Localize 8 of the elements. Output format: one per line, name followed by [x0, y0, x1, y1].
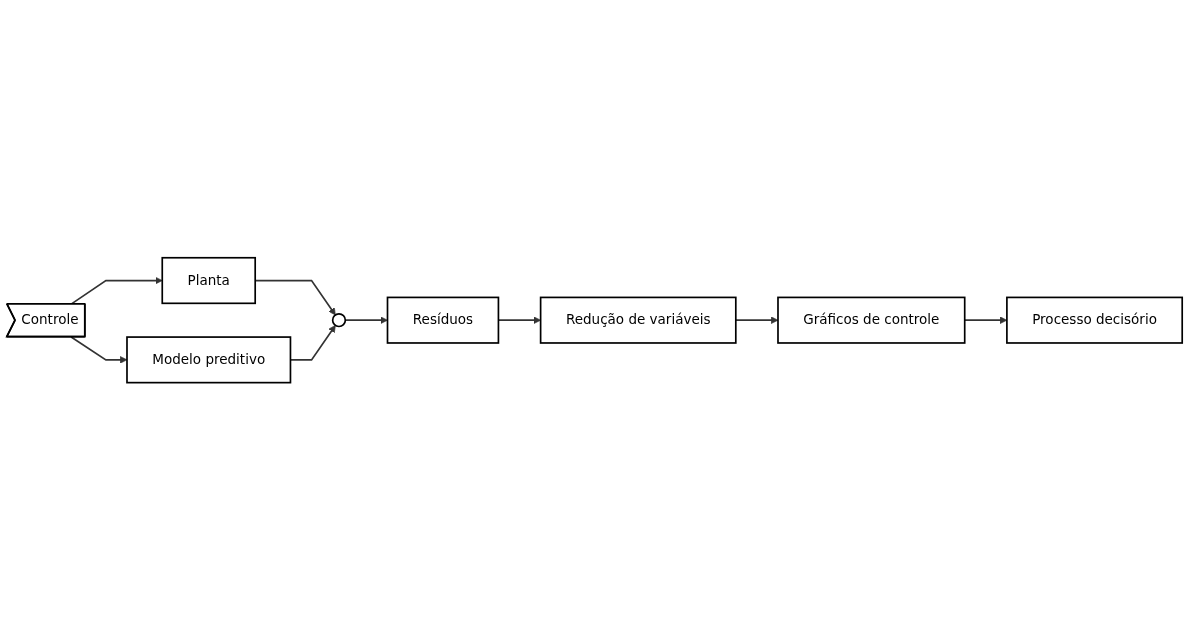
node-box: Processo decisório [1006, 296, 1184, 345]
node-box: Gráficos de controle [777, 296, 966, 345]
node-box: Planta [161, 257, 257, 305]
node-box: Modelo preditivo [126, 336, 292, 384]
node-box: Redução de variáveis [539, 296, 737, 345]
node-box: Resíduos [386, 296, 500, 345]
arrow [344, 316, 388, 325]
node-circle [331, 313, 347, 328]
